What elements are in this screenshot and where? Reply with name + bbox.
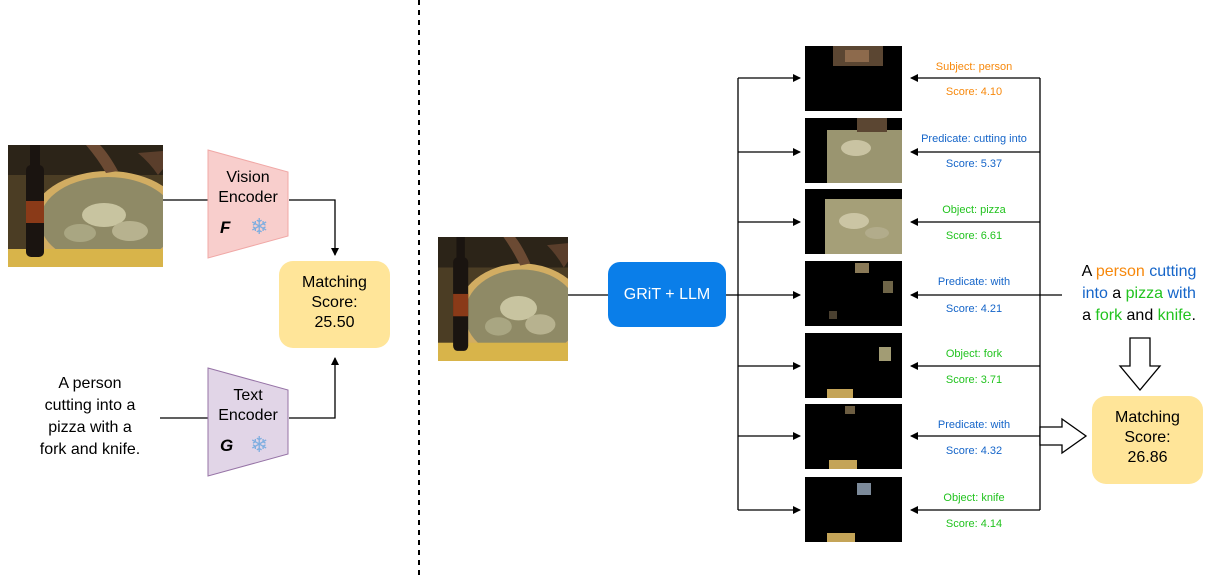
- segment-label: Predicate: with: [937, 419, 1011, 431]
- segment-panel-predicate-with-2: [805, 404, 902, 469]
- segment-label: Object: fork: [945, 348, 1003, 360]
- segment-panel-object-pizza: [805, 189, 902, 254]
- segment-label: Predicate: cutting into: [921, 133, 1027, 145]
- sentence-word: fork: [1095, 307, 1123, 324]
- segment-label: Subject: person: [935, 61, 1013, 73]
- grit-llm-box: GRiT + LLM: [608, 262, 726, 327]
- matching-score-label-line1: Matching: [1115, 409, 1180, 426]
- segment-panel-predicate-cutting-into: [805, 118, 902, 183]
- sentence-word: with: [1167, 285, 1196, 302]
- text-encoder-symbol: G: [220, 436, 234, 455]
- pizza-photo-right: [438, 237, 568, 361]
- caption-line: cutting into a: [44, 397, 136, 414]
- segment-panel-object-knife: [805, 477, 902, 542]
- matching-score-box-left: Matching Score: 25.50: [279, 261, 390, 348]
- matching-score-label-line1: Matching: [302, 274, 367, 291]
- sentence-word: person: [1095, 263, 1145, 280]
- sentence-word: cutting: [1149, 263, 1197, 280]
- grit-llm-label: GRiT + LLM: [623, 286, 711, 303]
- segment-score: Score: 3.71: [945, 374, 1003, 386]
- matching-score-label-line2: Score:: [1124, 429, 1171, 446]
- segment-label: Object: pizza: [942, 204, 1006, 216]
- snowflake-icon: ❄: [250, 214, 269, 239]
- caption-line: fork and knife.: [39, 441, 141, 458]
- segment-score: Score: 4.32: [945, 445, 1003, 457]
- sentence-line-3: a fork and knife.: [1062, 306, 1216, 326]
- matching-score-label-line2: Score:: [311, 294, 358, 311]
- text-encoder-label-line1: Text: [233, 387, 263, 404]
- sentence-line-1: A person cutting: [1062, 262, 1216, 282]
- segment-score: Score: 5.37: [945, 158, 1003, 170]
- segment-panel-subject-person: [805, 46, 902, 111]
- sentence-word: a: [1107, 285, 1126, 302]
- caption-line: A person: [58, 375, 122, 392]
- vision-encoder-label-line1: Vision: [226, 169, 270, 186]
- hollow-down-arrow: [1118, 337, 1162, 392]
- sentence-word: into: [1082, 285, 1108, 302]
- segment-score: Score: 4.10: [945, 86, 1003, 98]
- sentence-line-2: into a pizza with: [1062, 284, 1216, 304]
- sentence-word: a: [1082, 307, 1096, 324]
- sentence-word: pizza: [1125, 285, 1164, 302]
- sentence-word: and: [1122, 307, 1158, 324]
- vision-encoder-symbol: F: [220, 218, 231, 237]
- sentence-word: knife: [1157, 307, 1192, 324]
- pizza-photo-left: [8, 145, 163, 267]
- segment-label: Object: knife: [943, 492, 1005, 504]
- matching-score-box-right: Matching Score: 26.86: [1092, 396, 1203, 484]
- text-encoder: Text Encoder G ❄: [206, 366, 290, 478]
- segment-score: Score: 4.14: [945, 518, 1003, 530]
- matching-score-value: 25.50: [314, 314, 355, 331]
- hollow-right-arrow: [1039, 417, 1088, 455]
- sentence-word: .: [1191, 307, 1196, 324]
- segment-score: Score: 6.61: [945, 230, 1003, 242]
- vision-encoder-label-line2: Encoder: [218, 189, 278, 206]
- caption-line: pizza with a: [48, 419, 132, 436]
- segment-panel-object-fork: [805, 333, 902, 398]
- snowflake-icon: ❄: [250, 432, 269, 457]
- vision-encoder: Vision Encoder F ❄: [206, 148, 290, 260]
- text-encoder-label-line2: Encoder: [218, 407, 278, 424]
- segment-score: Score: 4.21: [945, 303, 1003, 315]
- matching-score-value: 26.86: [1127, 449, 1168, 466]
- sentence-word: A: [1081, 263, 1096, 280]
- segment-panel-predicate-with-1: [805, 261, 902, 326]
- segment-label: Predicate: with: [937, 276, 1011, 288]
